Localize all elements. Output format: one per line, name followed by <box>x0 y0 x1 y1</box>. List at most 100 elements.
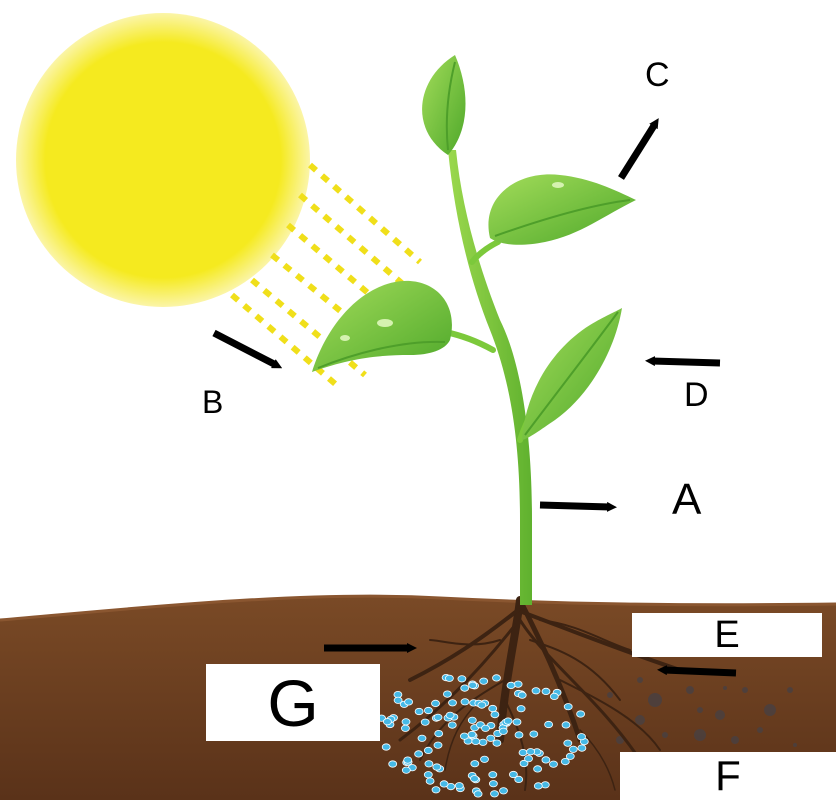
water-droplet <box>467 716 477 724</box>
water-droplet <box>479 677 489 685</box>
water-droplet <box>388 760 398 768</box>
water-droplet <box>561 721 571 729</box>
water-droplet <box>481 724 490 732</box>
sun-rays <box>230 162 422 391</box>
water-droplets <box>377 673 589 798</box>
water-droplet <box>459 732 469 740</box>
water-droplet <box>414 707 424 716</box>
water-droplet <box>516 705 526 713</box>
leaf-left <box>312 280 452 372</box>
arrow-b <box>212 329 283 369</box>
water-droplet <box>471 737 481 746</box>
water-droplet <box>488 771 498 779</box>
water-droplet <box>488 704 498 713</box>
label-a: A <box>672 475 702 524</box>
water-droplet <box>423 706 433 715</box>
water-droplet <box>470 760 480 768</box>
label-box-g: G <box>206 664 380 741</box>
water-droplet <box>541 687 551 696</box>
water-droplet <box>403 756 413 764</box>
water-droplet <box>480 755 489 763</box>
water-droplet <box>477 701 487 709</box>
water-droplet <box>577 744 587 752</box>
water-droplet <box>404 698 414 706</box>
water-droplet <box>509 770 518 779</box>
water-droplet <box>549 760 558 768</box>
water-droplet <box>401 718 411 726</box>
water-droplet <box>434 729 444 738</box>
water-droplet <box>444 674 454 682</box>
water-droplet <box>424 760 434 768</box>
water-droplet <box>524 755 533 763</box>
water-droplet <box>563 703 573 711</box>
water-droplet <box>393 696 403 704</box>
water-droplet <box>492 739 502 747</box>
water-droplet <box>460 698 470 706</box>
label-box-f: F <box>620 752 836 800</box>
water-droplet <box>417 734 427 742</box>
water-droplet <box>549 692 559 701</box>
water-droplet <box>423 746 433 755</box>
leaf-right-lower <box>522 308 622 440</box>
water-droplet <box>506 681 516 690</box>
water-droplet <box>460 684 470 692</box>
water-droplet <box>432 763 442 771</box>
water-droplet <box>423 771 433 779</box>
label-e: E <box>714 613 740 656</box>
water-droplet <box>414 750 424 758</box>
water-droplet <box>533 782 543 790</box>
label-c: C <box>645 56 670 94</box>
arrow-e <box>657 665 737 677</box>
water-droplet <box>457 675 467 683</box>
water-droplet <box>473 790 483 798</box>
sun <box>16 13 310 307</box>
water-droplet <box>490 790 499 798</box>
water-droplet <box>442 690 452 698</box>
water-droplet <box>381 743 391 751</box>
water-droplet <box>513 680 523 688</box>
water-droplet <box>503 717 513 725</box>
water-droplet <box>420 718 430 726</box>
water-droplet <box>526 748 535 756</box>
water-droplet <box>467 730 477 739</box>
water-droplet <box>529 730 539 738</box>
water-droplet <box>401 766 411 774</box>
water-droplet <box>568 745 578 753</box>
leaf-right-upper <box>488 174 636 245</box>
water-droplet <box>498 727 508 735</box>
arrow-d <box>645 356 721 367</box>
water-droplet <box>486 734 496 742</box>
water-droplet <box>468 681 478 689</box>
water-droplet <box>514 775 524 784</box>
water-droplet <box>425 777 435 785</box>
water-droplet <box>533 765 542 773</box>
water-droplet <box>382 718 392 726</box>
water-droplet <box>478 738 488 746</box>
water-droplet <box>560 757 570 766</box>
arrow-a <box>539 501 617 512</box>
water-droplet <box>492 674 501 682</box>
water-droplet <box>565 752 575 760</box>
arrow-c <box>618 118 659 180</box>
label-d: D <box>684 376 709 414</box>
water-droplet <box>470 775 479 783</box>
arrows <box>212 118 737 677</box>
water-droplet <box>512 718 522 726</box>
water-droplet <box>514 731 524 739</box>
water-droplet <box>400 724 410 732</box>
water-droplet <box>433 713 443 721</box>
water-droplet <box>448 699 457 707</box>
water-droplet <box>519 759 529 768</box>
water-droplet <box>563 739 573 747</box>
water-droplet <box>447 721 457 729</box>
label-g: G <box>267 665 319 740</box>
water-droplet <box>517 691 527 699</box>
water-droplet <box>445 711 455 719</box>
water-droplet <box>488 780 498 788</box>
water-droplet <box>531 687 541 695</box>
water-droplet <box>454 782 464 790</box>
label-box-e: E <box>632 613 822 657</box>
soil <box>0 594 836 800</box>
water-droplet <box>499 787 508 795</box>
